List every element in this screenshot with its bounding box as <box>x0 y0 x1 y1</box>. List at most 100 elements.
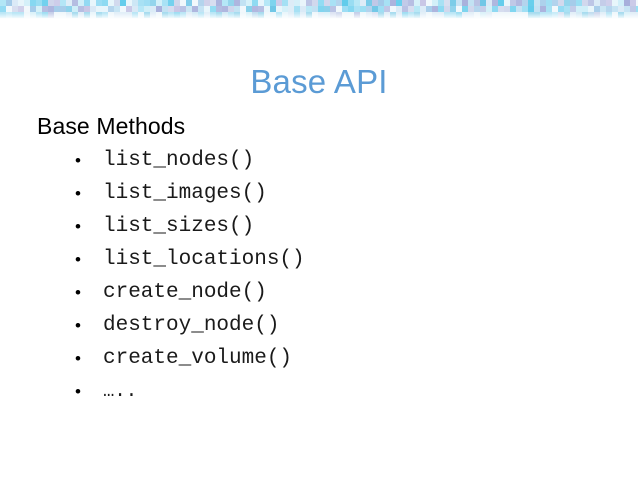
mosaic-cell <box>6 6 12 12</box>
mosaic-cell <box>114 0 120 6</box>
mosaic-cell <box>324 6 330 12</box>
method-name-label: ….. <box>103 380 138 402</box>
mosaic-cell <box>408 0 414 6</box>
mosaic-cell <box>108 0 114 6</box>
mosaic-cell <box>234 6 240 12</box>
mosaic-cell <box>228 6 234 12</box>
mosaic-cell <box>444 0 450 6</box>
mosaic-cell <box>204 6 210 12</box>
mosaic-band-decoration <box>0 0 638 19</box>
method-name-label: destroy_node() <box>103 314 280 337</box>
mosaic-cell <box>0 0 6 6</box>
mosaic-cell <box>468 6 474 12</box>
mosaic-cell <box>108 6 114 12</box>
mosaic-cell <box>294 0 300 6</box>
method-list: •list_nodes()•list_images()•list_sizes()… <box>37 144 607 408</box>
mosaic-cell <box>306 0 312 6</box>
mosaic-cell <box>42 6 48 12</box>
mosaic-cell <box>486 0 492 6</box>
mosaic-cell <box>324 0 330 6</box>
mosaic-cell <box>378 0 384 6</box>
mosaic-cell <box>540 6 546 12</box>
mosaic-cell <box>282 6 288 12</box>
mosaic-cell <box>54 0 60 6</box>
mosaic-cell <box>372 6 378 12</box>
mosaic-cell <box>198 6 204 12</box>
mosaic-cell <box>462 0 468 6</box>
mosaic-cell <box>174 0 180 6</box>
mosaic-cell <box>390 6 396 12</box>
mosaic-cell <box>462 6 468 12</box>
mosaic-cell <box>516 6 522 12</box>
mosaic-cell <box>522 6 528 12</box>
mosaic-cell <box>450 0 456 6</box>
mosaic-cell <box>594 6 600 12</box>
mosaic-cell <box>420 6 426 12</box>
mosaic-cell <box>384 6 390 12</box>
mosaic-cell <box>522 0 528 6</box>
mosaic-cell <box>204 0 210 6</box>
mosaic-cell <box>120 6 126 12</box>
mosaic-cell <box>630 6 636 12</box>
mosaic-row <box>0 6 638 12</box>
mosaic-cell <box>30 6 36 12</box>
list-item: •list_nodes() <box>37 144 607 177</box>
mosaic-cell <box>156 0 162 6</box>
mosaic-cell <box>72 0 78 6</box>
mosaic-cell <box>48 6 54 12</box>
mosaic-cell <box>330 6 336 12</box>
mosaic-cell <box>54 6 60 12</box>
bullet-icon: • <box>75 316 81 335</box>
mosaic-cell <box>432 0 438 6</box>
mosaic-cell <box>168 6 174 12</box>
mosaic-cell <box>456 0 462 6</box>
mosaic-cell <box>546 0 552 6</box>
mosaic-cell <box>492 6 498 12</box>
mosaic-cell <box>102 0 108 6</box>
mosaic-cell <box>78 6 84 12</box>
bullet-icon: • <box>75 283 81 302</box>
mosaic-cell <box>330 0 336 6</box>
mosaic-cell <box>444 6 450 12</box>
bullet-icon: • <box>75 250 81 269</box>
list-item: •create_volume() <box>37 342 607 375</box>
mosaic-cell <box>606 0 612 6</box>
mosaic-cell <box>96 0 102 6</box>
mosaic-cell <box>636 0 638 6</box>
mosaic-cell <box>438 0 444 6</box>
mosaic-cell <box>516 0 522 6</box>
mosaic-cell <box>396 6 402 12</box>
mosaic-cell <box>276 6 282 12</box>
mosaic-cell <box>510 0 516 6</box>
mosaic-cell <box>180 6 186 12</box>
mosaic-cell <box>576 0 582 6</box>
mosaic-cell <box>600 0 606 6</box>
mosaic-cell <box>558 6 564 12</box>
mosaic-cell <box>366 6 372 12</box>
mosaic-cell <box>12 6 18 12</box>
mosaic-cell <box>42 0 48 6</box>
list-item: • destroy_node() <box>37 309 607 342</box>
method-name-label: list_nodes() <box>103 149 255 172</box>
mosaic-cell <box>162 0 168 6</box>
mosaic-cell <box>480 0 486 6</box>
mosaic-cell <box>294 6 300 12</box>
method-name-label: create_node() <box>103 281 267 304</box>
mosaic-cell <box>162 6 168 12</box>
mosaic-cell <box>126 6 132 12</box>
mosaic-cell <box>342 0 348 6</box>
mosaic-cell <box>66 0 72 6</box>
mosaic-cell <box>576 6 582 12</box>
mosaic-cell <box>486 6 492 12</box>
mosaic-cell <box>276 0 282 6</box>
mosaic-cell <box>510 6 516 12</box>
mosaic-cell <box>600 6 606 12</box>
mosaic-cell <box>612 0 618 6</box>
mosaic-cell <box>24 6 30 12</box>
mosaic-cell <box>414 0 420 6</box>
mosaic-cell <box>348 0 354 6</box>
mosaic-cell <box>138 0 144 6</box>
slide-body: Base Methods •list_nodes()•list_images()… <box>37 112 607 408</box>
method-name-label: list_locations() <box>103 248 305 271</box>
mosaic-row <box>0 12 638 18</box>
